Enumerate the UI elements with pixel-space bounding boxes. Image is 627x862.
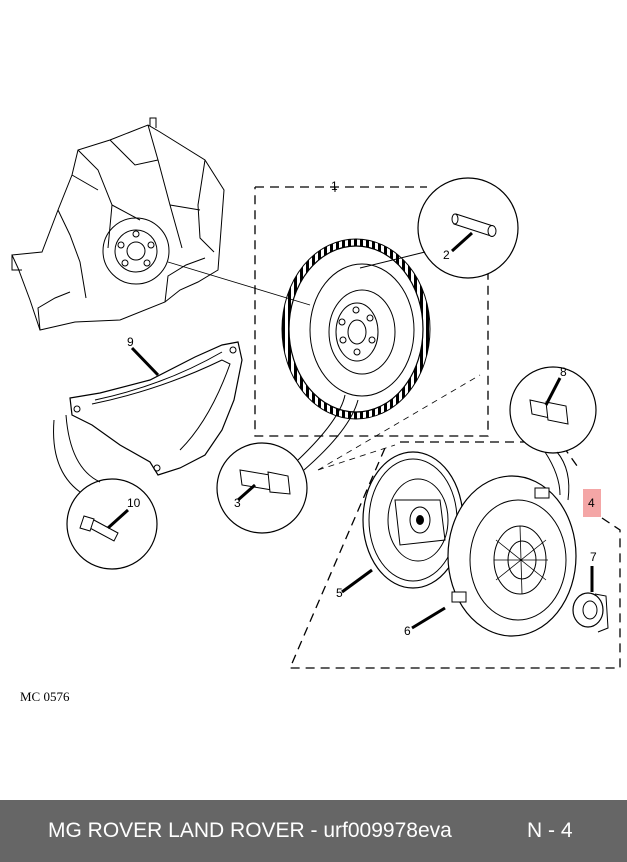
adaptor-plate [69, 341, 243, 476]
footer-bar: MG ROVER LAND ROVER - urf009978eva N - 4 [0, 800, 627, 862]
callout-2: 2 [443, 248, 450, 262]
callout-highlight-4 [583, 489, 601, 517]
adaptor-bolt-detail [53, 414, 158, 570]
callout-5: 5 [336, 586, 343, 600]
footer-page-number: N - 4 [527, 819, 573, 842]
dowel-detail [359, 177, 519, 279]
callout-7: 7 [590, 550, 597, 564]
engine-block [11, 117, 225, 331]
pressure-plate [411, 475, 577, 637]
clutch-bolt-detail [509, 366, 597, 501]
clutch-kit-box [289, 441, 621, 669]
clutch-disc [341, 451, 464, 594]
flywheel-bolt-detail [216, 394, 359, 534]
callout-9: 9 [127, 335, 134, 349]
footer-caption: MG ROVER LAND ROVER - urf009978eva [48, 819, 452, 842]
callout-10: 10 [127, 496, 141, 510]
callout-1: 1 [331, 179, 338, 193]
callout-4: 4 [588, 496, 595, 510]
callout-8: 8 [560, 365, 567, 379]
release-bearing [572, 566, 609, 633]
callout-3: 3 [234, 496, 241, 510]
callout-6: 6 [404, 624, 411, 638]
drawing-code: MC 0576 [20, 689, 70, 704]
flywheel [281, 238, 431, 420]
alignment-line [167, 261, 311, 306]
exploded-diagram: 1 2 3 4 5 6 7 8 9 10 [11, 117, 621, 669]
